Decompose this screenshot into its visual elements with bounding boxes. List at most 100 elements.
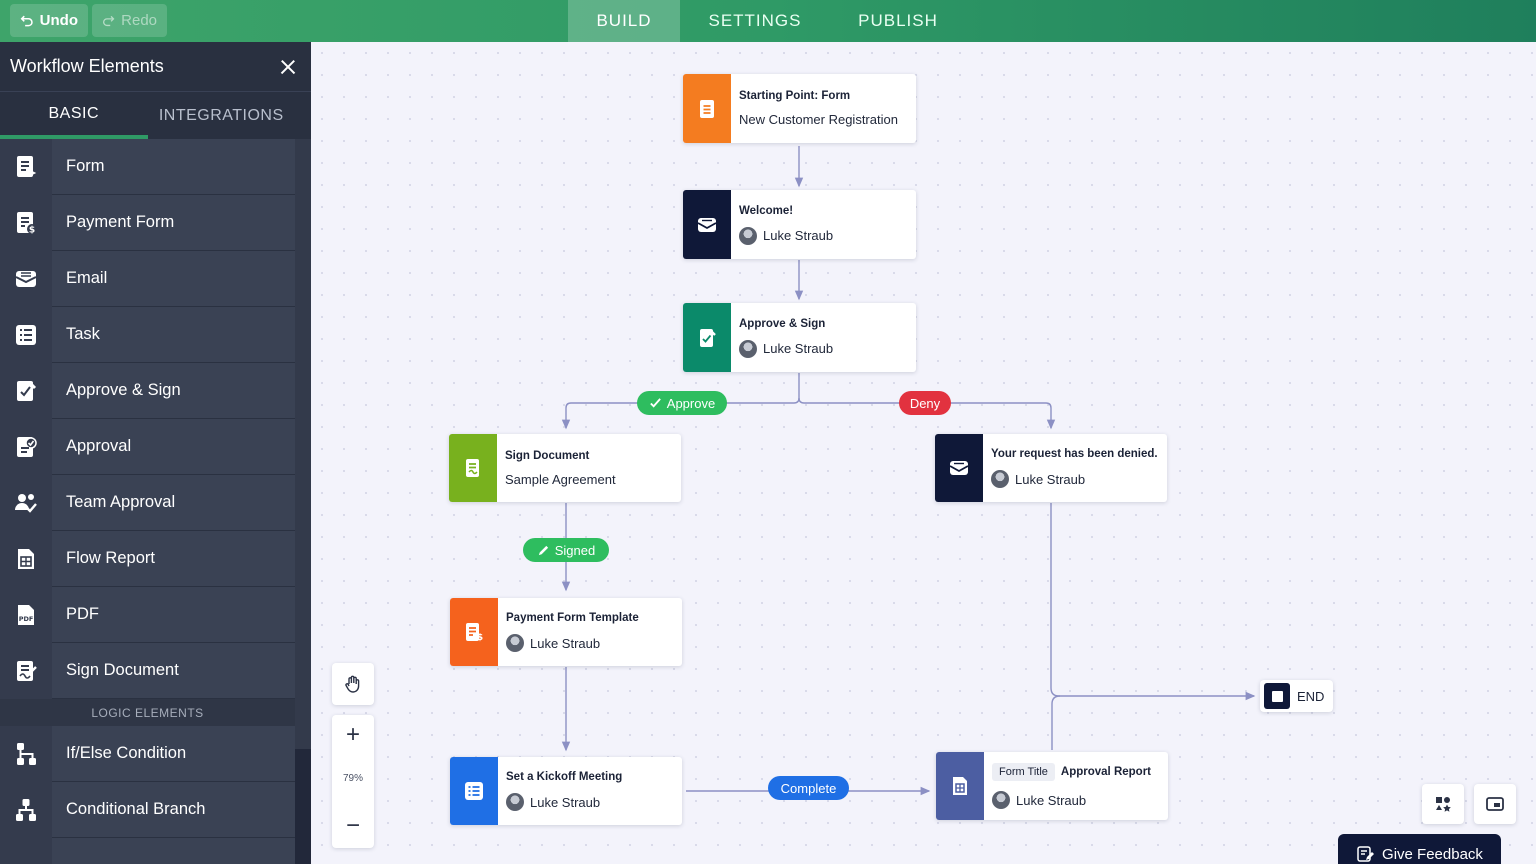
sidebar-item-form[interactable]: Form — [0, 138, 295, 195]
assignee-name: Luke Straub — [530, 794, 601, 810]
node-starting-point-form[interactable]: Starting Point: Form New Customer Regist… — [683, 74, 916, 143]
panel-scrollbar[interactable] — [295, 139, 311, 864]
elements-view-button[interactable] — [1422, 784, 1464, 824]
sidebar-item-icon — [0, 837, 52, 864]
node-welcome-email[interactable]: Welcome! Luke Straub — [683, 190, 916, 259]
sidebar-item-label: Email — [66, 269, 108, 287]
avatar — [991, 470, 1009, 488]
form-icon — [0, 138, 52, 195]
sidebar-item-label: Form — [66, 157, 105, 175]
approve-branch-label[interactable]: Approve — [637, 391, 727, 415]
sidebar-item-label: Sign Document — [66, 661, 179, 679]
tab-publish[interactable]: PUBLISH — [858, 11, 938, 30]
zoom-out-button[interactable]: − — [332, 811, 374, 841]
node-sign-document[interactable]: Sign Document Sample Agreement — [449, 434, 681, 502]
svg-text:$: $ — [29, 225, 35, 235]
undo-label: Undo — [39, 12, 78, 29]
sidebar-item-label: Approve & Sign — [66, 381, 181, 399]
approve-label-text: Approve — [666, 395, 716, 411]
zoom-controls: + 79% − — [332, 715, 374, 848]
sidebar-item-conditional-branch[interactable]: Conditional Branch — [0, 781, 295, 838]
deny-branch-label[interactable]: Deny — [899, 391, 951, 415]
workflow-canvas[interactable]: Starting Point: Form New Customer Regist… — [311, 42, 1536, 864]
logic-elements-heading: LOGIC ELEMENTS — [0, 699, 295, 726]
edge-denied-end — [1050, 503, 1256, 701]
sidebar-item-payment-form[interactable]: $ Payment Form — [0, 194, 295, 251]
approve-sign-icon — [683, 303, 731, 372]
shapes-icon — [1436, 797, 1451, 812]
sidebar-item-approve-sign[interactable]: Approve & Sign — [0, 362, 295, 419]
panel-tabs: BASIC INTEGRATIONS — [0, 92, 295, 139]
undo-icon — [20, 15, 33, 27]
assignee-name: Luke Straub — [1016, 792, 1087, 808]
close-icon[interactable] — [277, 56, 299, 78]
node-kickoff-meeting-task[interactable]: Set a Kickoff Meeting Luke Straub — [450, 757, 682, 825]
sidebar-item-flow-report[interactable]: Flow Report — [0, 530, 295, 587]
node-assignee: Luke Straub — [739, 339, 834, 358]
redo-label: Redo — [121, 12, 157, 29]
minimap-button[interactable] — [1474, 784, 1516, 824]
avatar — [992, 791, 1010, 809]
workflow-elements-panel: Workflow Elements BASIC INTEGRATIONS For… — [0, 42, 311, 864]
node-payment-form-template[interactable]: $ Payment Form Template Luke Straub — [450, 598, 682, 666]
form-icon — [683, 74, 731, 143]
avatar — [739, 226, 757, 245]
complete-branch-label[interactable]: Complete — [768, 776, 849, 800]
signed-branch-label[interactable]: Signed — [523, 538, 609, 562]
sidebar-item-label: Team Approval — [66, 493, 176, 511]
node-assignee: Luke Straub — [991, 470, 1158, 488]
redo-button[interactable]: Redo — [92, 4, 167, 37]
assignee-name: Luke Straub — [763, 341, 834, 356]
end-label: END — [1297, 688, 1325, 704]
zoom-in-button[interactable]: + — [332, 720, 374, 750]
sidebar-item-pdf[interactable]: PDF PDF — [0, 586, 295, 643]
sidebar-item-label: Payment Form — [66, 213, 175, 231]
conditional-branch-icon — [0, 781, 52, 838]
stop-icon — [1264, 683, 1290, 709]
sidebar-item-team-approval[interactable]: Team Approval — [0, 474, 295, 531]
tab-integrations[interactable]: INTEGRATIONS — [158, 106, 284, 124]
edge-report-end — [1051, 695, 1061, 750]
signed-label-text: Signed — [554, 542, 596, 558]
panel-header: Workflow Elements — [0, 42, 311, 92]
payment-form-icon: $ — [450, 598, 498, 666]
node-subtitle: New Customer Registration — [739, 112, 898, 127]
sidebar-item-sign-document[interactable]: Sign Document — [0, 642, 295, 699]
tab-basic[interactable]: BASIC — [0, 92, 148, 139]
redo-icon — [103, 15, 115, 27]
node-title: Set a Kickoff Meeting — [506, 771, 623, 783]
give-feedback-button[interactable]: Give Feedback — [1338, 834, 1501, 864]
top-bar: Undo Redo BUILD SETTINGS PUBLISH — [0, 0, 1536, 42]
edge-deny-split — [798, 397, 1056, 430]
end-node[interactable]: END — [1260, 680, 1333, 712]
undo-button[interactable]: Undo — [10, 4, 88, 37]
node-assignee: Luke Straub — [992, 791, 1151, 809]
pdf-icon: PDF — [0, 586, 52, 643]
tab-build[interactable]: BUILD — [568, 0, 680, 42]
sidebar-item-approval[interactable]: Approval — [0, 418, 295, 475]
sidebar-item-task[interactable]: Task — [0, 306, 295, 363]
flow-report-icon — [0, 530, 52, 587]
node-request-denied-email[interactable]: Your request has been denied. Luke Strau… — [935, 434, 1167, 502]
hand-icon — [345, 675, 360, 693]
sidebar-item-email[interactable]: Email — [0, 250, 295, 307]
tab-settings[interactable]: SETTINGS — [708, 11, 802, 30]
scrollbar-thumb[interactable] — [295, 139, 311, 749]
sign-document-icon — [0, 642, 52, 699]
node-approve-sign[interactable]: Approve & Sign Luke Straub — [683, 303, 916, 372]
element-list: Form $ Payment Form Email Task Approve &… — [0, 138, 295, 864]
node-subtitle: Sample Agreement — [505, 471, 616, 487]
email-icon — [683, 190, 731, 259]
avatar — [739, 339, 757, 358]
pan-hand-button[interactable] — [332, 663, 374, 705]
sidebar-item-label: Flow Report — [66, 549, 155, 567]
node-title: Sign Document — [505, 449, 590, 462]
node-title: Welcome! — [739, 204, 794, 217]
node-assignee: Luke Straub — [739, 226, 833, 245]
approval-icon — [0, 418, 52, 475]
node-title: Payment Form Template — [506, 612, 639, 624]
sidebar-item-if-else-condition[interactable]: If/Else Condition — [0, 725, 295, 782]
team-approval-icon — [0, 474, 52, 531]
